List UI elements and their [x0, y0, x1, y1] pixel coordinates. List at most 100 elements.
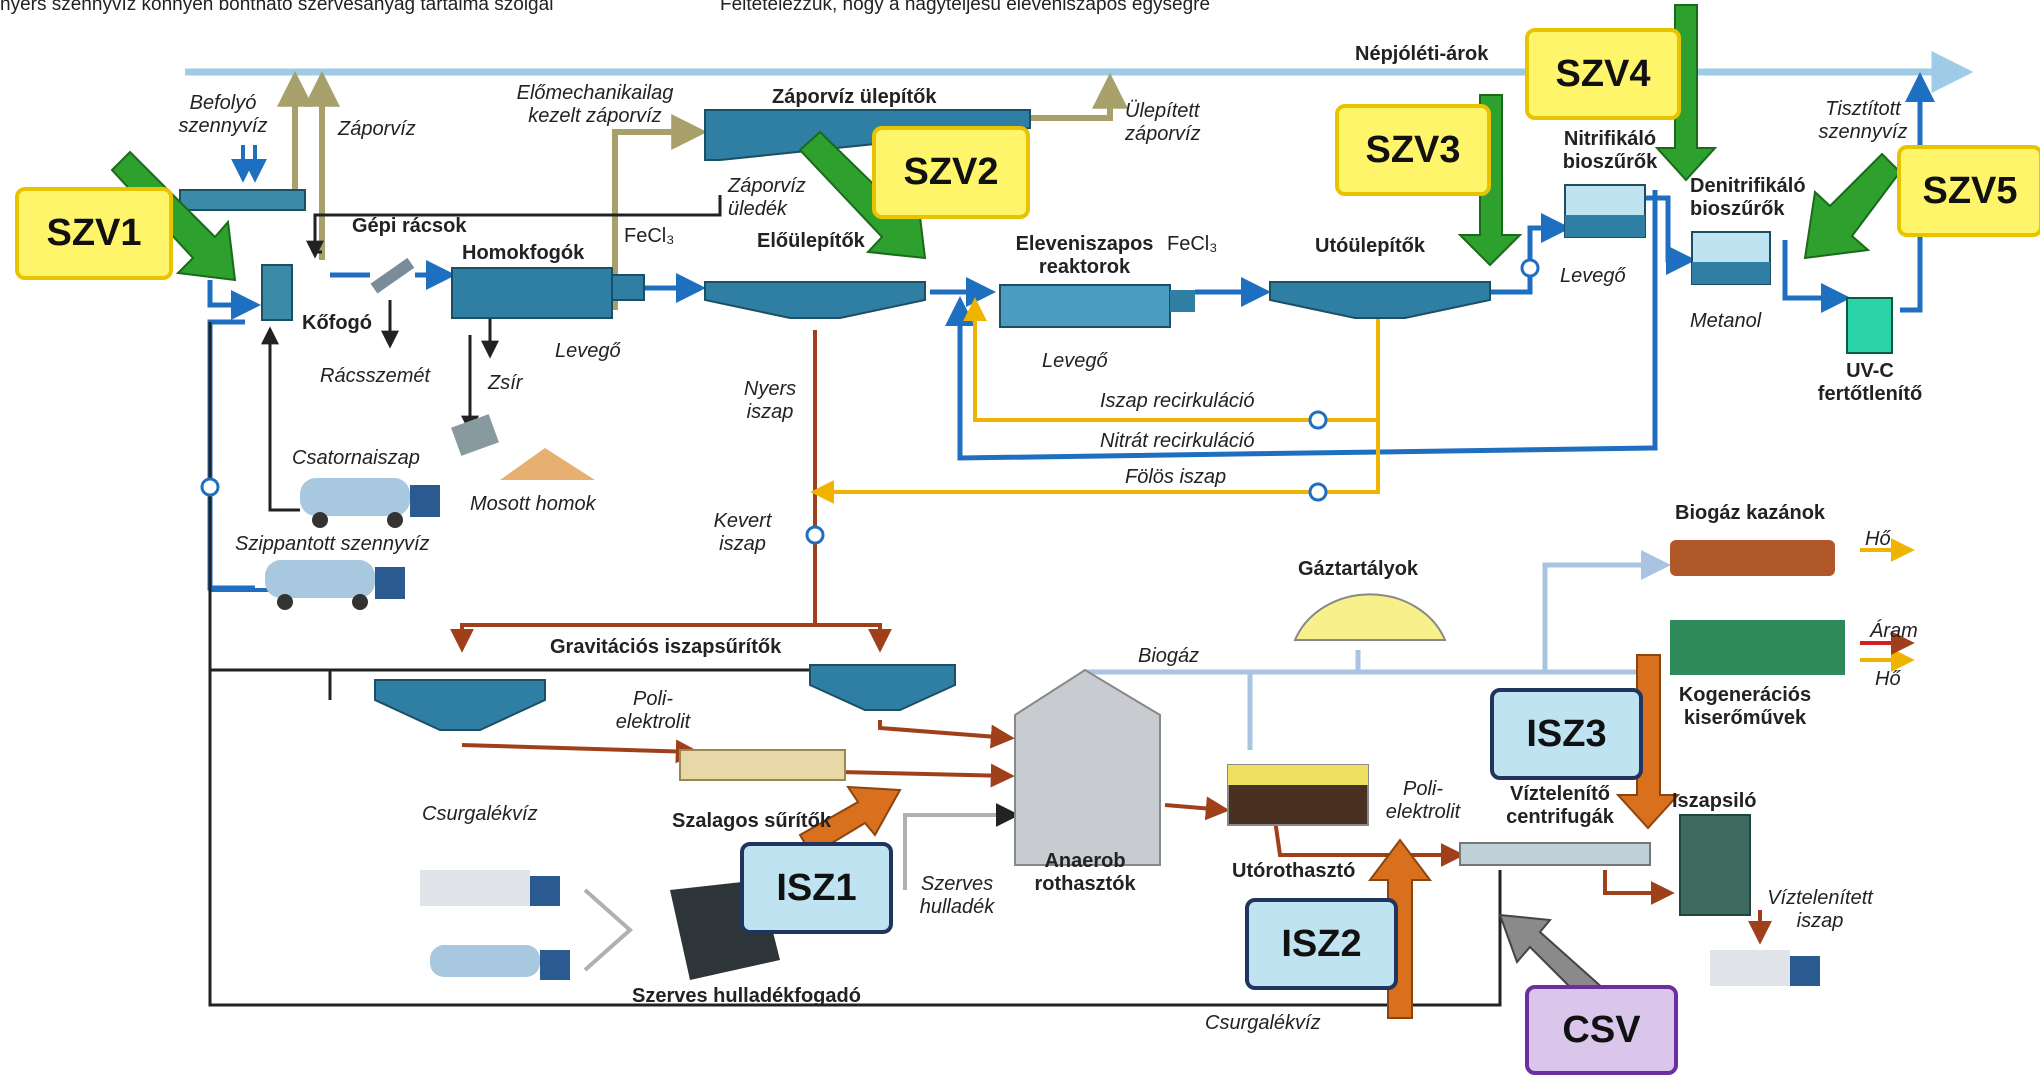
label-kevert-iszap: Kevert iszap — [713, 510, 772, 555]
label-nitrifikalo: Nitrifikáló bioszűrők — [1562, 128, 1658, 173]
tag-szv4: SZV4 — [1525, 28, 1681, 120]
label-viztelenito: Víztelenítő centrifugák — [1506, 783, 1614, 828]
label-csatornaiszap: Csatornaiszap — [292, 447, 420, 469]
label-biogaz-kazanok: Biogáz kazánok — [1675, 502, 1826, 524]
anaerob-unit — [1014, 668, 1161, 866]
label-szerves-fogado: Szerves hulladékfogadó — [632, 985, 861, 1007]
hulladek-truck-2 — [430, 945, 570, 980]
label-zaporviz-ulepitok: Záporvíz ülepítők — [772, 86, 937, 108]
recirc-lines — [810, 297, 1915, 672]
label-aram: Áram — [1870, 620, 1918, 642]
label-homokfogok: Homokfogók — [462, 242, 585, 264]
top-text-right: Feltételezzük, hogy a nagyteljesű eleven… — [720, 0, 1211, 15]
label-kofogo: Kőfogó — [302, 312, 372, 334]
isz1-arrow — [798, 785, 902, 857]
tag-szv5: SZV5 — [1897, 145, 2040, 237]
pump-1 — [1520, 258, 1540, 278]
uvc-unit — [1846, 297, 1893, 354]
label-eleveniszapos: Eleveniszapos reaktorok — [1015, 233, 1154, 278]
label-ho-1: Hő — [1865, 528, 1891, 550]
label-metanol: Metanol — [1690, 310, 1762, 332]
label-tisztitott: Tisztított szennyvíz — [1818, 98, 1908, 143]
label-uvc: UV-C fertőtlenítő — [1817, 360, 1923, 405]
label-biogaz: Biogáz — [1138, 645, 1200, 667]
kofogo-unit — [261, 264, 293, 321]
label-nepjoleti-arok: Népjóléti-árok — [1355, 43, 1489, 65]
label-eloulepitok: Előülepítők — [757, 230, 865, 252]
label-iszapsilo: Iszapsiló — [1672, 790, 1757, 812]
label-fecl3-2: FeCl₃ — [1167, 233, 1218, 255]
label-utorothaszto: Utórothasztó — [1232, 860, 1356, 882]
szalagos-unit — [679, 749, 846, 781]
szv1-arrow — [110, 150, 237, 282]
equipment — [179, 109, 1893, 986]
gepi-racsok-unit — [370, 257, 415, 294]
gaztartalyok-unit — [1293, 593, 1447, 641]
label-ulepitett: Ülepített záporvíz — [1125, 100, 1201, 145]
pump-4 — [1308, 482, 1328, 502]
label-ho-2: Hő — [1875, 668, 1901, 690]
label-iszap-recirk: Iszap recirkuláció — [1100, 390, 1255, 412]
eloulepitok-unit — [704, 281, 926, 319]
szv4-arrow — [1654, 4, 1718, 182]
zsir-unit — [451, 414, 499, 456]
tag-szv3: SZV3 — [1335, 104, 1491, 196]
label-viztelenitett: Víztelenített iszap — [1767, 887, 1873, 932]
top-text-left: nyers szennyvíz könnyen bontható szerves… — [0, 0, 554, 15]
label-mosott-homok: Mosott homok — [470, 493, 596, 515]
viztelenito-unit — [1459, 842, 1651, 866]
label-szalagos: Szalagos sűrítők — [672, 810, 831, 832]
csatornaiszap-truck — [300, 478, 440, 528]
label-nitrat-recirk: Nitrát recirkuláció — [1100, 430, 1255, 452]
label-zaporviz: Záporvíz — [338, 118, 416, 140]
szv5-arrow — [1803, 152, 1902, 260]
tag-isz1: ISZ1 — [740, 842, 893, 934]
label-gaztartalyok: Gáztartályok — [1298, 558, 1419, 580]
iszapsilo-unit — [1679, 814, 1751, 916]
stormwater-lines — [277, 70, 1128, 310]
szippantott-truck — [265, 560, 405, 610]
label-csurgalekviz-1: Csurgalékvíz — [422, 803, 538, 825]
gravitacios-1 — [374, 679, 546, 731]
szv2-arrow — [798, 130, 927, 260]
tag-csv: CSV — [1525, 985, 1678, 1075]
label-denitrifikalo: Denitrifikáló bioszűrők — [1690, 175, 1806, 220]
homokfogok-unit — [451, 267, 613, 319]
label-folos-iszap: Fölös iszap — [1125, 466, 1227, 488]
isz3-arrow — [1615, 654, 1681, 830]
pump-2 — [200, 477, 220, 497]
label-polielektrolit-2: Poli-elektrolit — [1385, 778, 1461, 823]
label-elomechanikailag: Előmechanikailag kezelt záporvíz — [516, 82, 674, 127]
tag-szv2: SZV2 — [872, 126, 1030, 219]
befolyo-tank — [179, 189, 306, 211]
label-polielektrolit-1: Poli-elektrolit — [615, 688, 691, 733]
utoulepitok-unit — [1269, 281, 1491, 319]
label-gepi-racsok: Gépi rácsok — [352, 215, 467, 237]
label-szerves-hulladek: Szerves hulladék — [919, 873, 995, 918]
tag-isz3: ISZ3 — [1490, 688, 1643, 780]
label-racsszemet: Rácsszemét — [320, 365, 431, 387]
isz2-arrow — [1368, 838, 1432, 1019]
orange-arrows — [798, 654, 1681, 1019]
label-zsir: Zsír — [488, 372, 523, 394]
tag-isz2: ISZ2 — [1245, 898, 1398, 990]
gravitacios-2 — [809, 664, 956, 711]
mosott-homok-pile — [500, 448, 595, 480]
befolyo-arrows — [210, 145, 270, 592]
label-levego-3: Levegő — [1560, 265, 1626, 287]
eleveniszapos-unit — [999, 284, 1171, 328]
label-kogeneracios: Kogenerációs kiserőművek — [1678, 684, 1812, 729]
label-fecl3-1: FeCl₃ — [624, 225, 675, 247]
label-befolyo: Befolyó szennyvíz — [178, 92, 268, 137]
label-utoulepitok: Utóülepítők — [1315, 235, 1425, 257]
label-zaporviz-uledek: Záporvíz üledék — [728, 175, 806, 220]
gray-lines — [583, 803, 1020, 972]
kogeneracios-unit — [1670, 620, 1845, 675]
label-anaerob: Anaerob rothasztók — [1034, 850, 1136, 895]
biogaz-kazanok-unit — [1670, 540, 1835, 576]
hulladek-truck-1 — [420, 870, 560, 906]
pump-5 — [805, 525, 825, 545]
green-arrows — [110, 4, 1902, 282]
label-levego-2: Levegő — [1042, 350, 1108, 372]
